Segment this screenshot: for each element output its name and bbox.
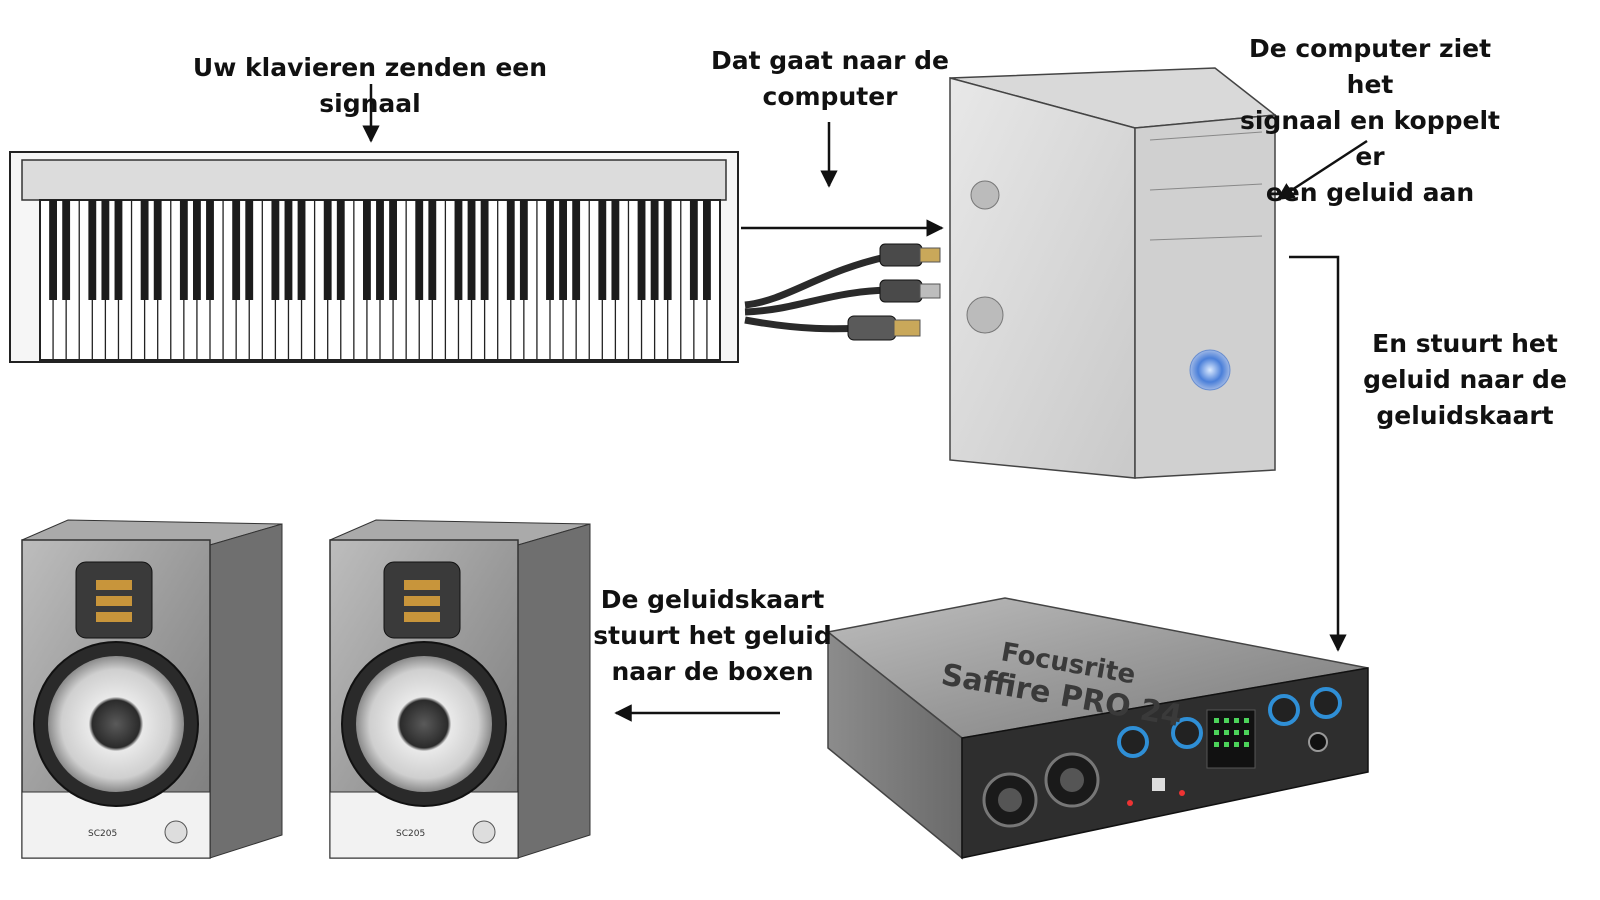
usb-cable-icon xyxy=(744,243,941,341)
black-key xyxy=(559,200,567,300)
black-key xyxy=(546,200,554,300)
black-key xyxy=(232,200,241,300)
black-key xyxy=(428,200,437,300)
computer-tower-icon xyxy=(949,67,1277,479)
label-to-computer: Dat gaat naar de computer xyxy=(711,46,949,111)
black-key xyxy=(179,200,188,300)
black-key xyxy=(572,200,581,300)
black-key xyxy=(284,200,293,300)
black-key xyxy=(88,200,97,300)
black-key xyxy=(663,200,672,300)
audio-interface-icon: Focusrite Saffire PRO 24 xyxy=(826,597,1369,860)
speaker-model-text: SC205 xyxy=(396,829,425,839)
black-key xyxy=(389,200,397,300)
keyboard-icon xyxy=(9,151,739,363)
label-computer: De computer ziet het signaal en koppelt … xyxy=(1239,34,1500,207)
black-key xyxy=(480,200,489,300)
black-key xyxy=(62,200,71,300)
black-key xyxy=(206,200,214,300)
black-key xyxy=(454,200,463,300)
label-keyboard: Uw klavieren zenden een signaal xyxy=(192,53,548,118)
black-key xyxy=(245,200,254,300)
black-key xyxy=(271,200,280,300)
black-key xyxy=(376,200,384,300)
black-key xyxy=(689,200,698,300)
black-key xyxy=(519,200,528,300)
arrow-computer-label xyxy=(1276,139,1368,201)
black-key xyxy=(140,200,149,300)
black-key xyxy=(49,200,57,300)
black-key xyxy=(153,200,162,300)
black-key xyxy=(114,200,123,300)
studio-monitor-icon-left: SC205 xyxy=(21,519,283,859)
black-key xyxy=(323,200,332,300)
black-key xyxy=(611,200,620,300)
black-key xyxy=(467,200,476,300)
black-key xyxy=(703,200,711,300)
black-key xyxy=(637,200,646,300)
black-key xyxy=(363,200,371,300)
speaker-model-text: SC205 xyxy=(88,829,117,839)
black-key xyxy=(506,200,515,300)
arrow-to-soundcard xyxy=(1289,255,1347,652)
black-key xyxy=(193,200,201,300)
studio-monitor-icon-right: SC205 xyxy=(329,519,591,859)
black-key xyxy=(650,200,659,300)
black-key xyxy=(336,200,345,300)
black-key xyxy=(297,200,306,300)
black-key xyxy=(101,200,110,300)
label-to-soundcard: En stuurt het geluid naar de geluidskaar… xyxy=(1363,329,1567,430)
label-to-speakers: De geluidskaart stuurt het geluid naar d… xyxy=(593,585,832,686)
black-key xyxy=(598,200,607,300)
black-key xyxy=(415,200,424,300)
